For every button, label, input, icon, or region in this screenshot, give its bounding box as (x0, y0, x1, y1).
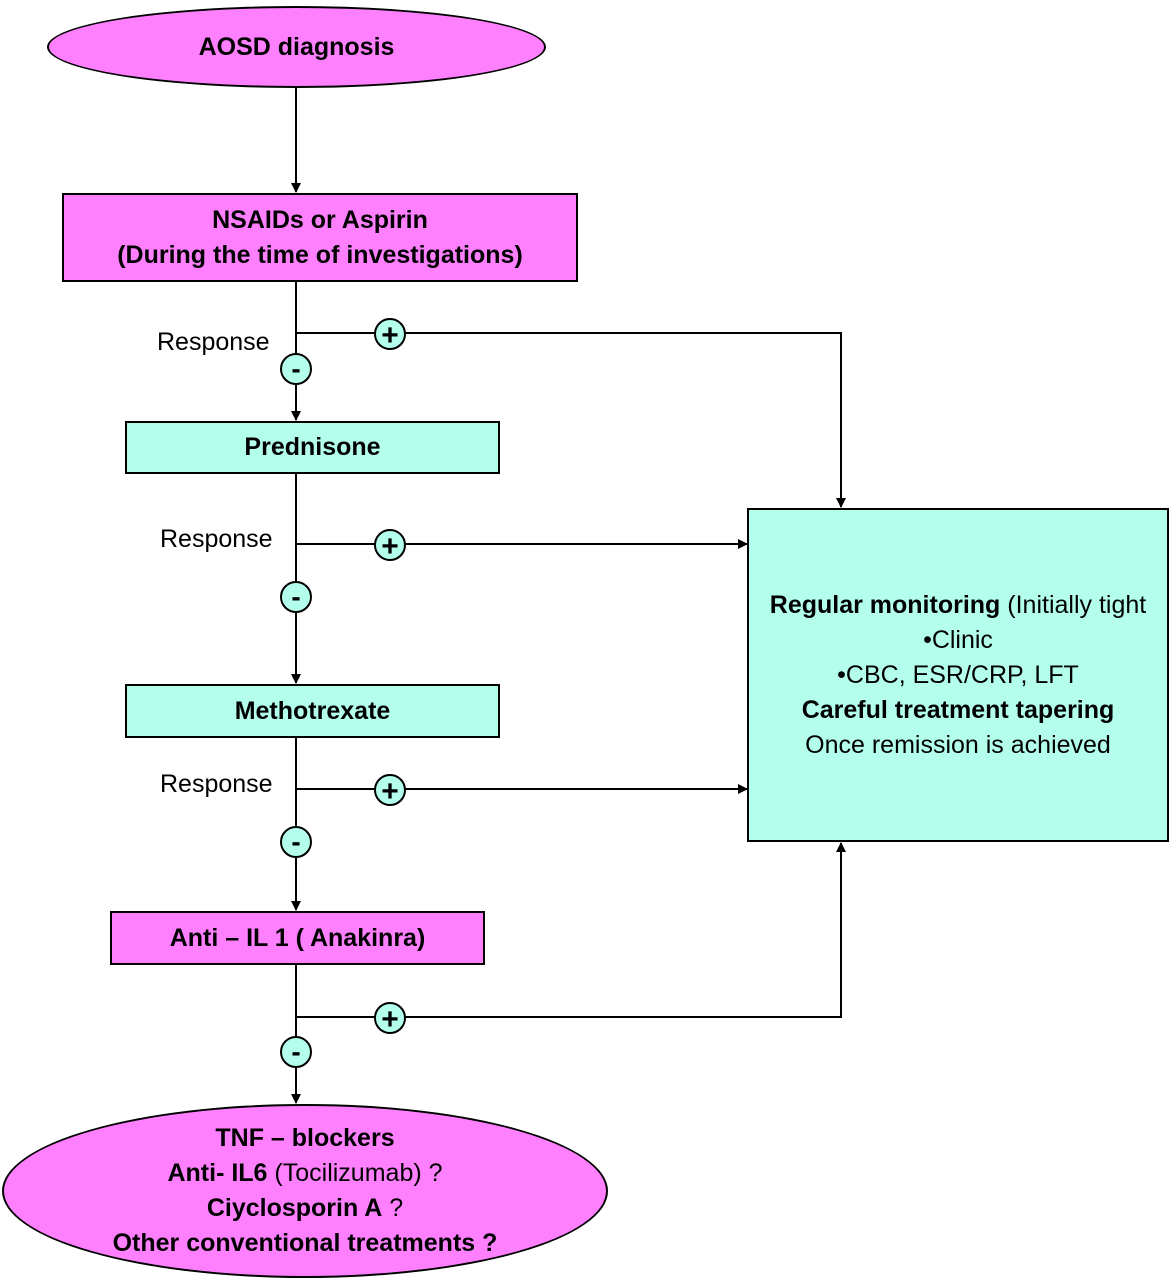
monitoring-line3: •CBC, ESR/CRP, LFT (837, 660, 1079, 689)
minus-badge-2: - (280, 581, 312, 613)
monitoring-line1-bold: Regular monitoring (769, 590, 1001, 619)
minus-badge-3: - (280, 826, 312, 858)
nsaids-line2: (During the time of investigations) (117, 240, 523, 269)
svg-text:-: - (291, 1036, 300, 1067)
arrow-nsaids-response (296, 332, 846, 508)
prednisone-label: Prednisone (244, 433, 381, 461)
final-treatments-node: TNF – blockers Anti- IL6 (Tocilizumab) ?… (2, 1104, 608, 1278)
methotrexate-label: Methotrexate (234, 696, 391, 725)
monitoring-node: Regular monitoring (Initially tight •Cli… (747, 508, 1169, 842)
methotrexate-node: Methotrexate (125, 684, 500, 738)
monitoring-line1-rest: (Initially tight (1000, 590, 1147, 619)
nsaids-line1: NSAIDs or Aspirin (212, 205, 428, 234)
response-label-2: Response (160, 525, 273, 553)
final-line1: TNF – blockers (215, 1124, 395, 1152)
final-line3: Ciyclosporin A ? (207, 1191, 403, 1226)
plus-badge-4: + (374, 1002, 406, 1036)
minus-badge-1: - (280, 353, 312, 385)
minus-badge-4: - (280, 1036, 312, 1068)
svg-text:+: + (381, 775, 399, 808)
final-line3-rest: ? (382, 1194, 404, 1222)
plus-badge-1: + (374, 318, 406, 352)
svg-text:+: + (381, 319, 399, 352)
monitoring-line1: Regular monitoring (Initially tight (770, 588, 1146, 623)
svg-text:-: - (291, 826, 300, 857)
svg-text:+: + (381, 530, 399, 563)
aosd-diagnosis-node: AOSD diagnosis (47, 6, 546, 88)
svg-text:+: + (381, 1003, 399, 1036)
monitoring-line5: Once remission is achieved (805, 730, 1111, 759)
final-line2-bold: Anti- IL6 (167, 1159, 268, 1187)
final-line2: Anti- IL6 (Tocilizumab) ? (167, 1156, 442, 1191)
arrow-anakinra-response (296, 842, 846, 1018)
final-line2-rest: (Tocilizumab) ? (267, 1159, 443, 1187)
anakinra-label: Anti – IL 1 ( Anakinra) (169, 923, 426, 952)
monitoring-line2: •Clinic (923, 625, 993, 654)
plus-badge-2: + (374, 529, 406, 563)
nsaids-node: NSAIDs or Aspirin (During the time of in… (62, 193, 578, 282)
final-line4: Other conventional treatments ? (112, 1229, 498, 1257)
response-label-3: Response (160, 770, 273, 798)
svg-text:-: - (291, 581, 300, 612)
plus-badge-3: + (374, 774, 406, 808)
prednisone-node: Prednisone (125, 421, 500, 474)
final-line3-bold: Ciyclosporin A (206, 1194, 383, 1222)
response-label-1: Response (157, 328, 270, 356)
svg-text:-: - (291, 353, 300, 384)
anakinra-node: Anti – IL 1 ( Anakinra) (110, 911, 485, 965)
aosd-diagnosis-label: AOSD diagnosis (198, 32, 395, 61)
monitoring-line4: Careful treatment tapering (801, 695, 1115, 724)
